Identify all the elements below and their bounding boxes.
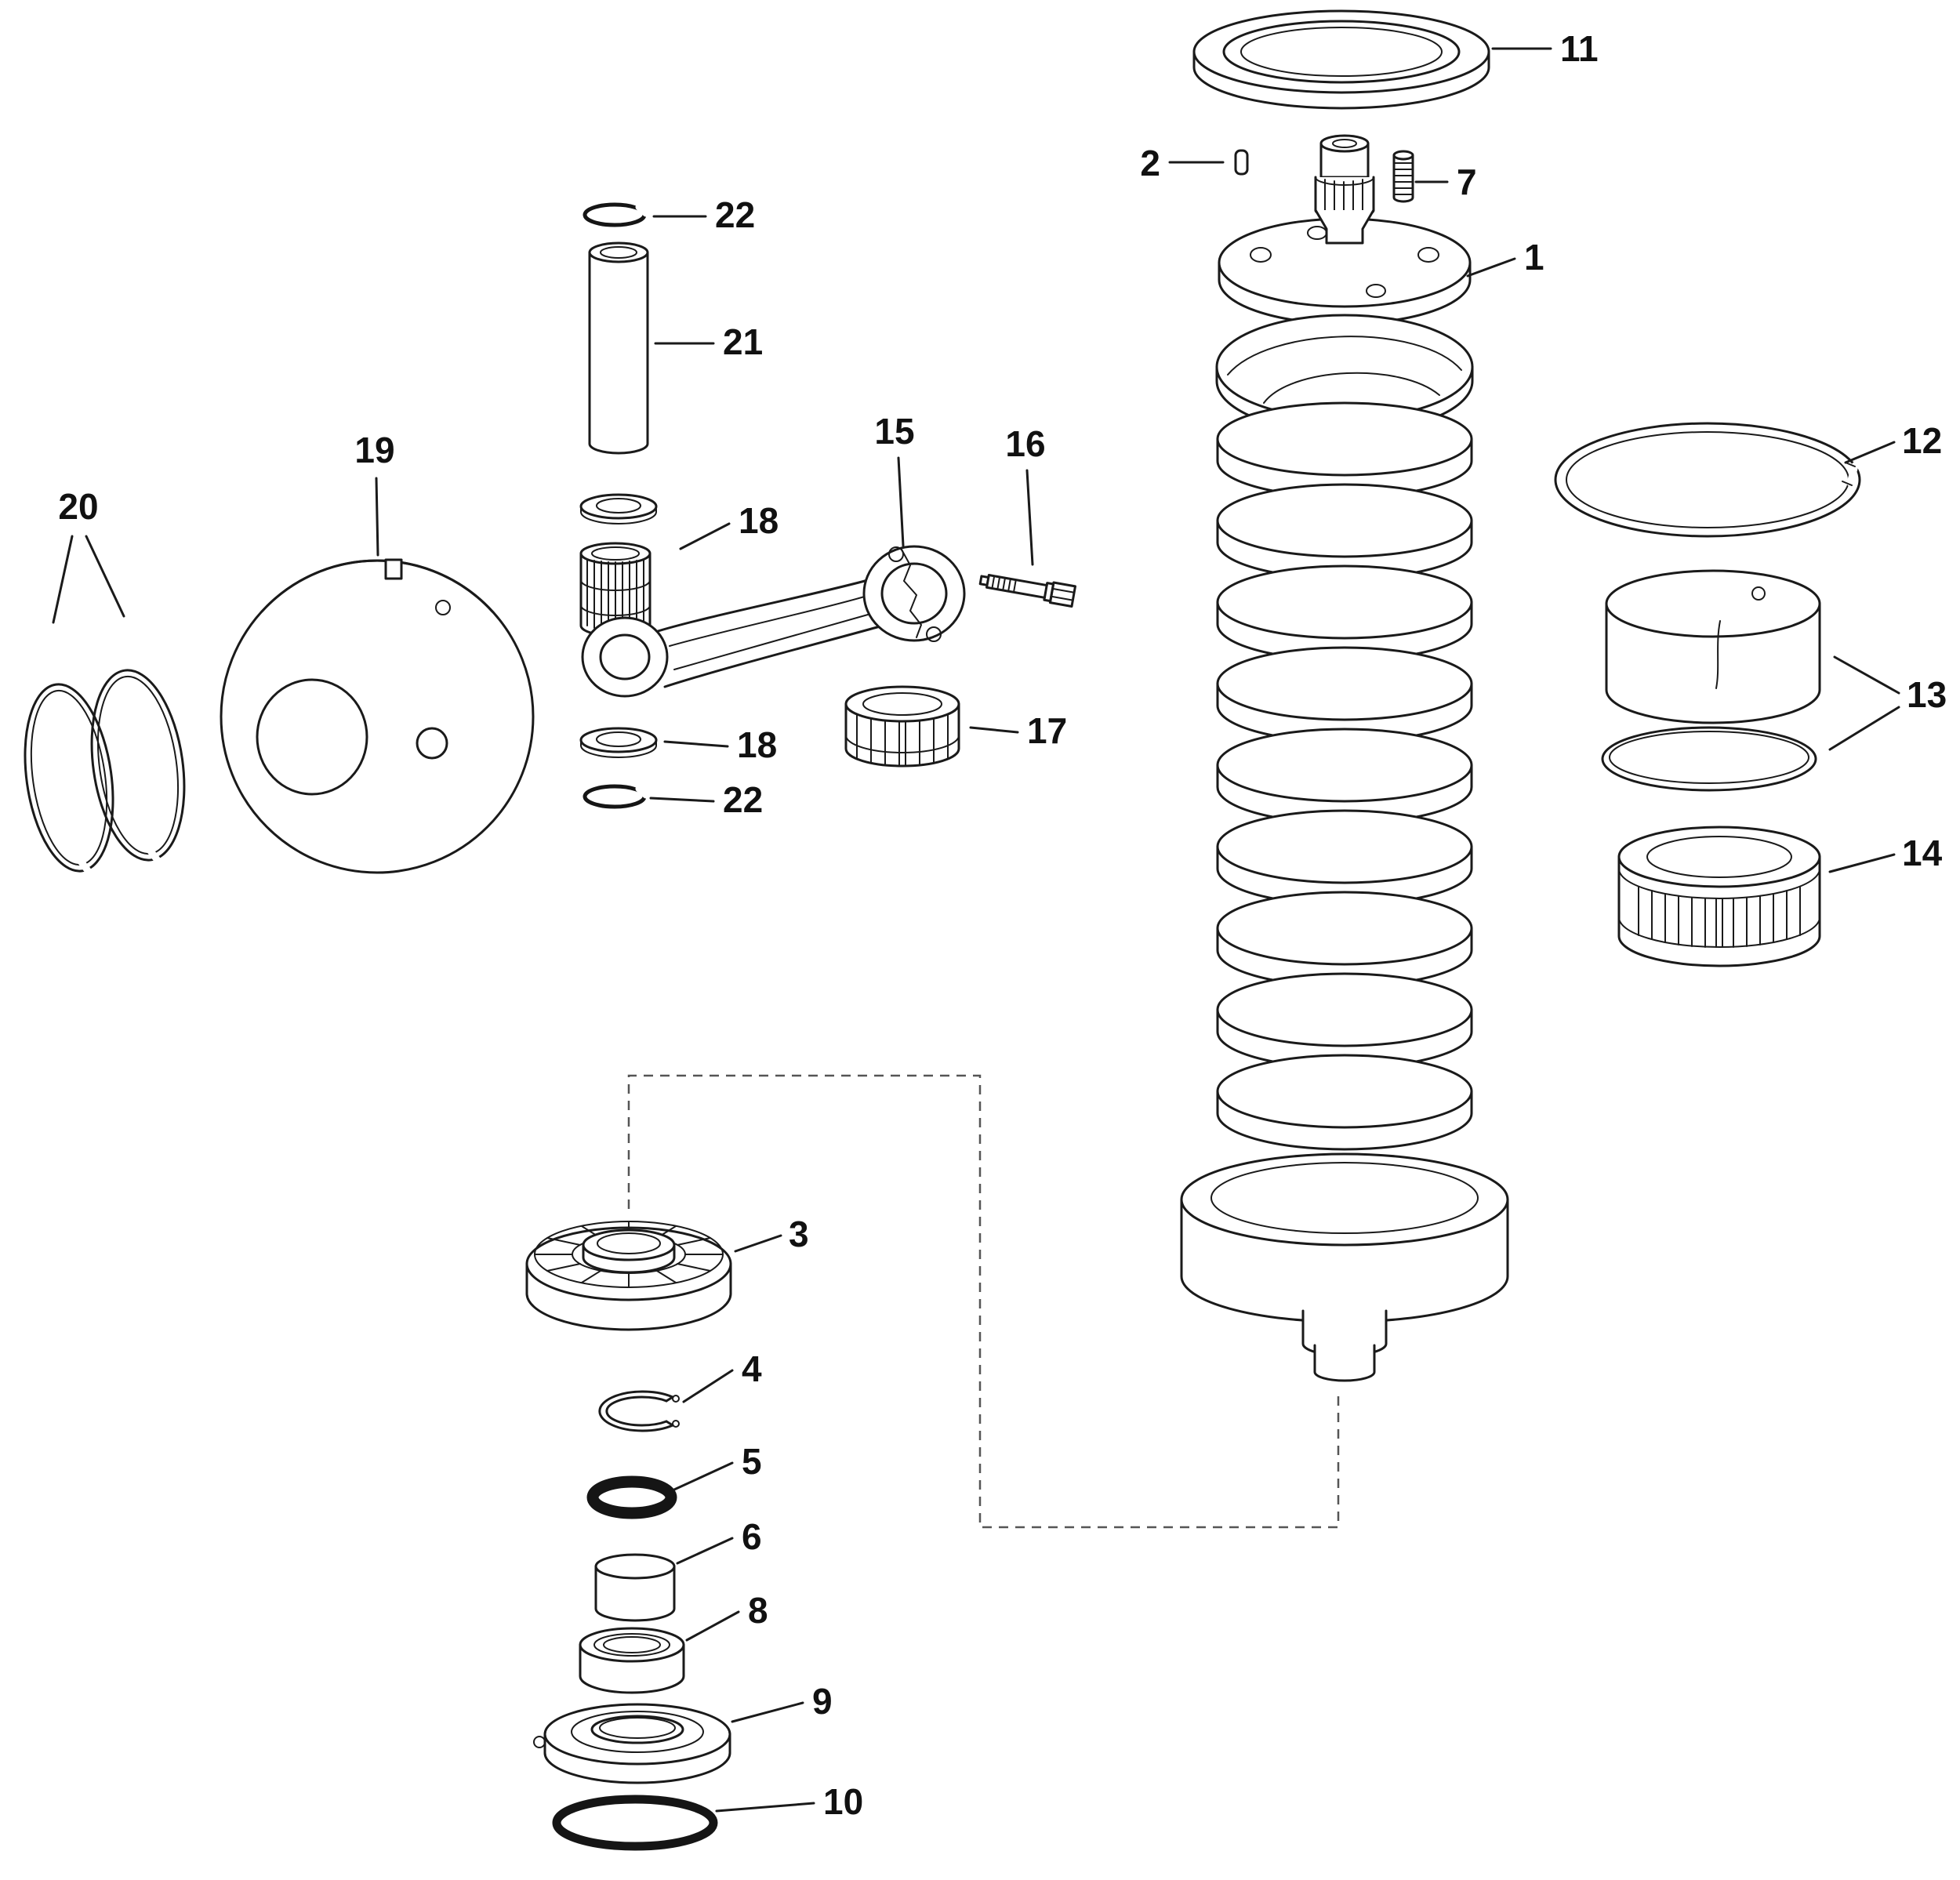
leader-line-1 xyxy=(1466,257,1516,278)
callout-16: 16 xyxy=(1005,423,1046,566)
callout-5: 5 xyxy=(673,1441,762,1491)
part-3-main-bearing xyxy=(525,1221,732,1331)
callout-13-label: 13 xyxy=(1907,674,1947,715)
part-17-bearing-cage-halves xyxy=(844,685,960,768)
leader-line-8 xyxy=(685,1610,740,1642)
callout-9: 9 xyxy=(731,1681,833,1723)
leader-line-10 xyxy=(715,1802,815,1813)
part-18-washer-lower xyxy=(579,727,658,758)
callout-10-label: 10 xyxy=(823,1781,863,1822)
callout-20: 20 xyxy=(52,486,125,624)
part-21-wrist-pin xyxy=(588,241,649,455)
part-22-retaining-clip-upper xyxy=(583,202,650,227)
callout-11-label: 11 xyxy=(1560,28,1599,69)
leader-line-14 xyxy=(1828,853,1896,873)
callout-20-label: 20 xyxy=(58,486,98,527)
callout-8-label: 8 xyxy=(748,1590,768,1631)
leader-line-12 xyxy=(1844,441,1896,464)
callout-19: 19 xyxy=(354,430,395,557)
part-7-stud xyxy=(1392,150,1414,203)
leader-line-9 xyxy=(731,1701,804,1723)
leader-line-3 xyxy=(734,1234,782,1253)
part-10-o-ring xyxy=(552,1795,718,1851)
part-5-o-ring xyxy=(586,1475,677,1519)
callout-11: 11 xyxy=(1491,28,1599,69)
callout-3: 3 xyxy=(734,1214,809,1254)
callout-18-lower: 18 xyxy=(663,724,777,765)
callout-13: 13 xyxy=(1828,655,1947,751)
callout-5-label: 5 xyxy=(742,1441,762,1482)
callout-2: 2 xyxy=(1140,143,1225,183)
callout-12-label: 12 xyxy=(1902,420,1942,461)
leader-line-18b xyxy=(663,740,729,748)
leader-line-18a xyxy=(679,522,731,550)
callout-1: 1 xyxy=(1466,237,1544,278)
callout-16-label: 16 xyxy=(1005,423,1045,464)
callout-17-label: 17 xyxy=(1027,710,1067,751)
callout-22-lower: 22 xyxy=(649,779,763,820)
part-2-pin xyxy=(1234,149,1249,176)
leader-line-22b xyxy=(649,797,715,803)
callout-19-label: 19 xyxy=(354,430,394,470)
callout-18-upper-label: 18 xyxy=(739,500,779,541)
part-9-seal-housing xyxy=(533,1703,731,1784)
callout-8: 8 xyxy=(685,1590,768,1642)
leader-line-4 xyxy=(682,1369,734,1403)
part-13-sleeve-and-o-ring xyxy=(1601,569,1821,792)
callout-18-upper: 18 xyxy=(679,500,779,550)
callout-22-lower-label: 22 xyxy=(723,779,763,820)
leader-line-17 xyxy=(969,726,1019,734)
assembly-dashed-connector xyxy=(627,1074,1340,1529)
callout-4-label: 4 xyxy=(742,1348,762,1389)
leader-line-16 xyxy=(1025,469,1034,566)
leader-line-20b xyxy=(85,535,125,618)
callout-15: 15 xyxy=(874,411,915,547)
part-19-piston xyxy=(220,558,535,874)
callout-17: 17 xyxy=(969,710,1067,751)
callout-4: 4 xyxy=(682,1348,762,1403)
part-8-seal-bearing xyxy=(579,1627,685,1694)
leader-line-19 xyxy=(375,477,379,557)
part-16-rod-bolt xyxy=(978,574,1076,608)
callout-22-upper: 22 xyxy=(652,194,755,235)
leader-line-6 xyxy=(676,1537,734,1565)
part-18-washer-upper xyxy=(579,493,658,524)
callout-14: 14 xyxy=(1828,833,1943,873)
callout-7: 7 xyxy=(1414,162,1477,202)
callout-21-label: 21 xyxy=(723,321,763,362)
callout-21: 21 xyxy=(654,321,763,362)
callout-7-label: 7 xyxy=(1457,162,1477,202)
part-12-retaining-ring xyxy=(1554,422,1861,538)
callout-6: 6 xyxy=(676,1516,762,1565)
part-6-spacer-sleeve xyxy=(594,1553,676,1622)
callout-2-label: 2 xyxy=(1140,143,1160,183)
leader-line-13b xyxy=(1828,706,1900,751)
part-20-piston-rings xyxy=(24,669,186,876)
callout-9-label: 9 xyxy=(812,1681,833,1722)
callout-3-label: 3 xyxy=(789,1214,809,1254)
callout-22-upper-label: 22 xyxy=(715,194,755,235)
callout-12: 12 xyxy=(1844,420,1942,464)
needle-bearing-small-end xyxy=(579,542,652,637)
leader-line-20a xyxy=(52,535,74,624)
part-14-roller-bearing xyxy=(1617,826,1821,967)
part-11-seal-ring xyxy=(1192,9,1490,110)
callout-10: 10 xyxy=(715,1781,863,1822)
part-22-retaining-clip-lower xyxy=(583,784,650,809)
callout-18-lower-label: 18 xyxy=(737,724,777,765)
part-1-crankshaft xyxy=(1180,134,1509,1382)
callout-14-label: 14 xyxy=(1902,833,1943,873)
callout-6-label: 6 xyxy=(742,1516,762,1557)
callout-1-label: 1 xyxy=(1524,237,1544,278)
callout-15-label: 15 xyxy=(874,411,914,452)
leader-line-13a xyxy=(1833,655,1900,695)
leader-line-15 xyxy=(897,456,905,547)
part-4-snap-ring xyxy=(598,1390,680,1432)
leader-line-5 xyxy=(673,1461,734,1491)
part-15-connecting-rod xyxy=(581,545,966,698)
